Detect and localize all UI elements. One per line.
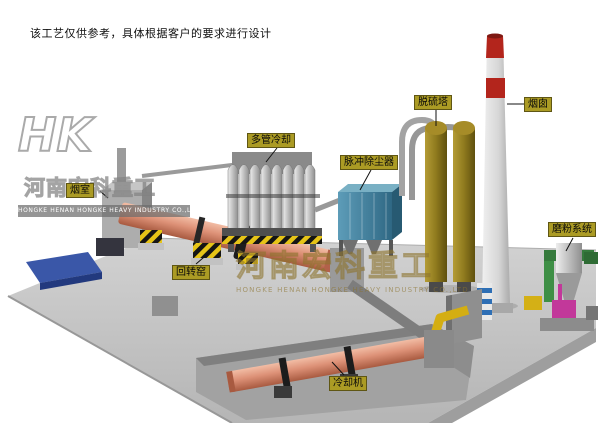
chimney (479, 33, 513, 313)
cooling-machine (226, 336, 431, 393)
dust-collector-body (338, 192, 392, 240)
tower-2 (453, 128, 475, 282)
label-leader-lines (99, 103, 574, 376)
company-logo-watermark: HK河南宏科重工 HONGKE HENAN HONGKE HEAVY INDUS… (17, 108, 218, 217)
chimney-base (479, 303, 513, 313)
multi-tube-cooler (222, 152, 322, 252)
cyclone-body (556, 243, 582, 273)
pulse-dust-collector (338, 184, 402, 256)
disclaimer-text: 该工艺仅供参考，具体根据客户的要求进行设计 (30, 27, 272, 40)
kiln-riding-ring (193, 216, 206, 246)
cooler-discharge-hood (424, 330, 454, 368)
kiln-exhaust-duct (141, 162, 241, 178)
equipment-box (152, 296, 178, 316)
chimney-red-band-lower (486, 78, 505, 98)
desulfurization-towers (425, 121, 475, 292)
clinker-chute (347, 279, 431, 343)
grinding-system (524, 243, 598, 331)
mill-unit (552, 300, 576, 320)
kiln-pier-1 (140, 230, 162, 243)
smoke-chamber-stack (117, 148, 126, 192)
mill-feeder (524, 296, 542, 310)
logo-company-name-en: HONGKE HENAN HONGKE HEAVY INDUSTRY CO.,L… (18, 205, 190, 217)
tower-1 (425, 128, 447, 282)
kiln-drive-box (96, 238, 124, 256)
label-pulse-dust-collector: 脉冲除尘器 (340, 155, 398, 170)
label-chimney: 烟囱 (524, 97, 552, 112)
logo-hk-monogram: HK (17, 108, 93, 162)
green-duct-vertical (544, 250, 554, 302)
water-basin (26, 252, 102, 290)
cooler-hazard-base (222, 236, 322, 244)
cyclone-cone (556, 273, 582, 303)
mill-motor (586, 306, 598, 320)
cooler-stand-1 (274, 386, 292, 398)
label-smoke-chamber: 烟室 (66, 183, 94, 198)
center-watermark-cn: 河南宏科重工 (236, 249, 434, 284)
cooler-shell (226, 336, 431, 393)
cooler-ring-1 (278, 357, 291, 388)
label-rotary-kiln: 回转窑 (172, 265, 210, 280)
cooler-mid-beam (226, 194, 320, 198)
label-cooling-machine: 冷却机 (329, 376, 367, 391)
chimney-red-band-top (486, 36, 504, 58)
label-grinding-system: 磨粉系统 (548, 222, 596, 237)
cooler-collector-duct (314, 197, 341, 213)
mill-base (540, 318, 594, 331)
platform-front-edge (428, 328, 596, 423)
center-watermark-en: HONGKE HENAN HONGKE HEAVY INDUSTRY CO.,L… (236, 286, 469, 294)
label-desulfurization-tower: 脱硫塔 (414, 95, 452, 110)
kiln-pier-2 (193, 243, 221, 258)
chimney-body (482, 36, 510, 305)
label-multi-tube-cooler: 多管冷却 (247, 133, 295, 148)
center-watermark: 河南宏科重工 HONGKE HENAN HONGKE HEAVY INDUSTR… (236, 249, 486, 294)
kiln-pier-3 (238, 253, 258, 264)
kiln-supports (138, 230, 260, 270)
cooler-ring-2 (343, 345, 356, 376)
